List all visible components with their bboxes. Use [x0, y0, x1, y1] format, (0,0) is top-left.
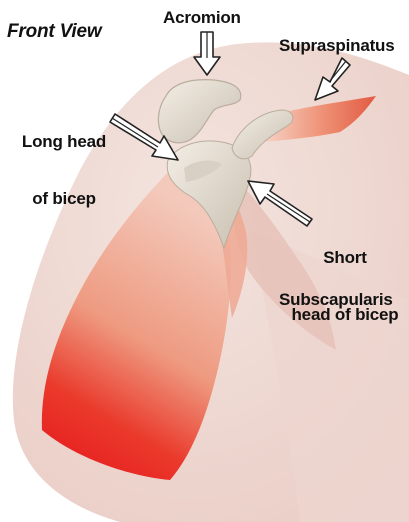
diagram-title: Front View	[7, 22, 101, 41]
acromion-label: Acromion	[163, 8, 241, 27]
short-head-label-line1: Short	[280, 248, 409, 267]
long-head-label-line2: of bicep	[4, 189, 124, 208]
supraspinatus-label: Supraspinatus	[279, 36, 394, 55]
subscapularis-label: Subscapularis	[279, 290, 393, 309]
long-head-label-line1: Long head	[4, 132, 124, 151]
long-head-label: Long head of bicep	[4, 94, 124, 246]
short-head-label: Short head of bicep	[280, 210, 409, 362]
